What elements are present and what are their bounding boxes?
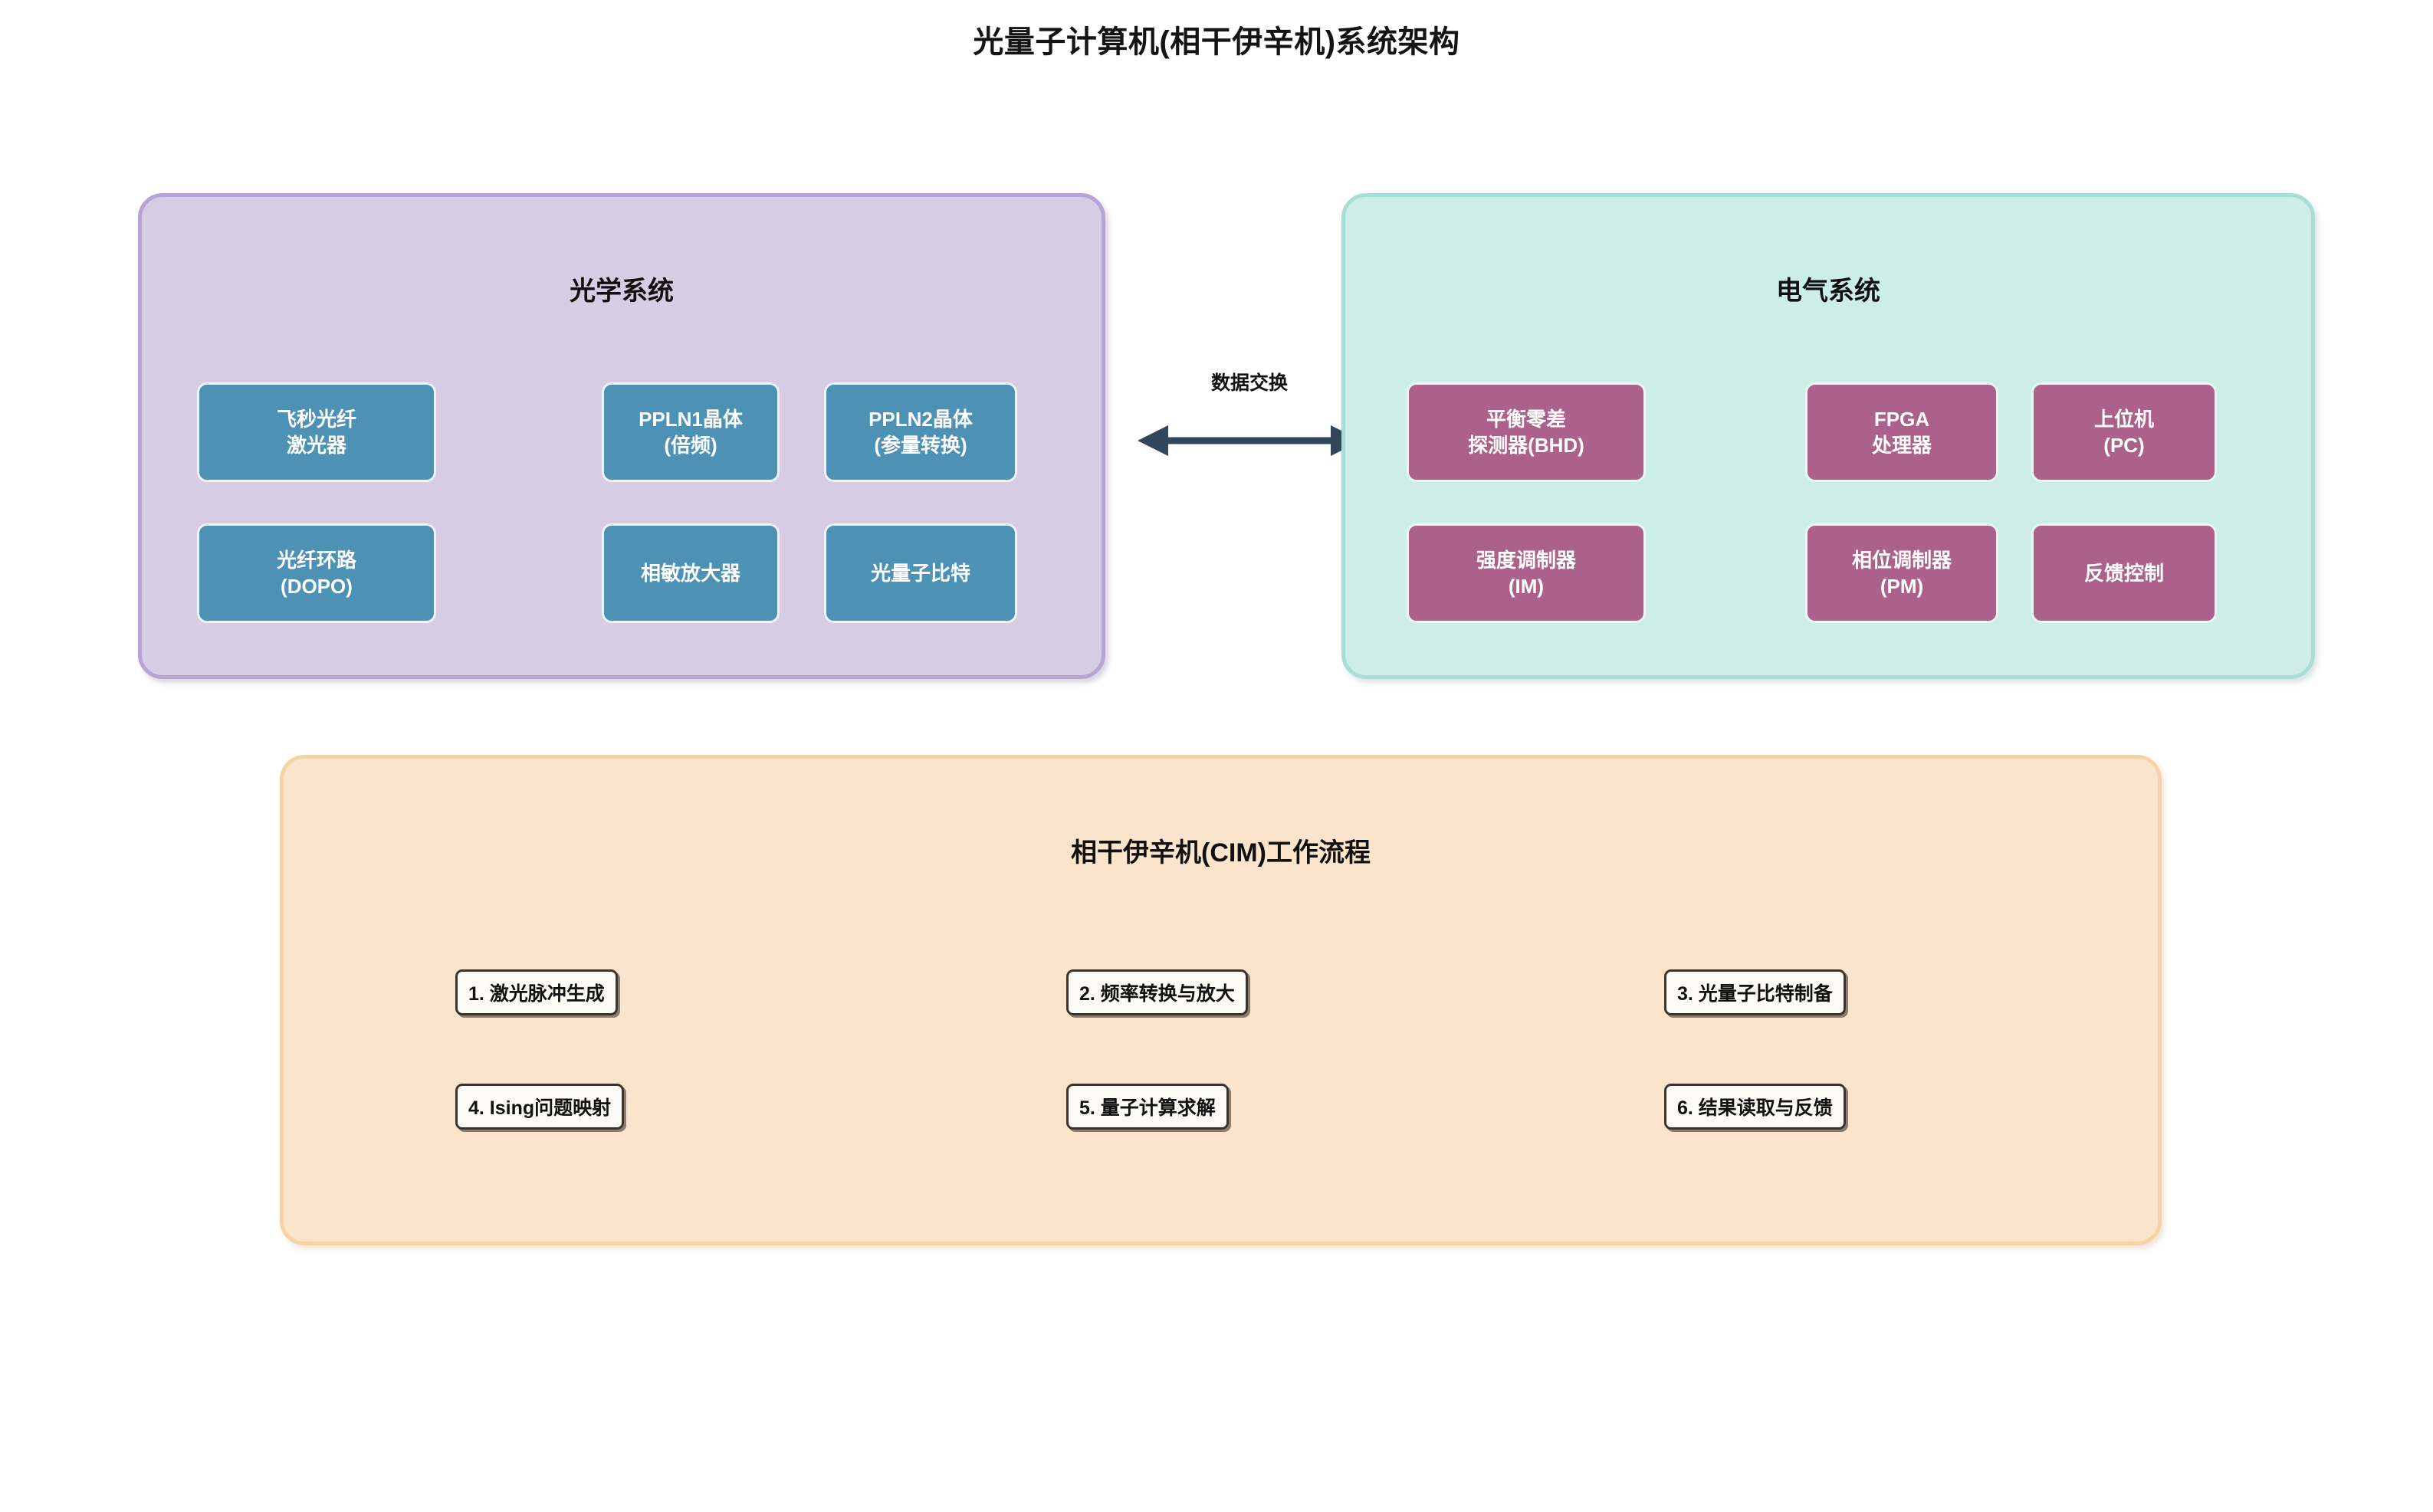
component-label-line1: PPLN2晶体 — [868, 407, 973, 431]
workflow-step-3[interactable]: 3. 光量子比特制备 — [1664, 969, 1846, 1015]
electrical-system-title: 电气系统 — [1776, 277, 1880, 306]
component-label-line2: 探测器(BHD) — [1468, 434, 1584, 457]
component-label-line2: (PM) — [1880, 575, 1924, 598]
component-ppln1-crystal[interactable]: PPLN1晶体 (倍频) — [602, 382, 780, 482]
component-label-line1: FPGA — [1873, 407, 1930, 431]
component-label-line2: 激光器 — [286, 434, 346, 457]
optical-system-title: 光学系统 — [570, 277, 674, 306]
workflow-step-2[interactable]: 2. 频率转换与放大 — [1066, 969, 1248, 1015]
workflow-step-5[interactable]: 5. 量子计算求解 — [1066, 1084, 1229, 1130]
component-ppln2-crystal[interactable]: PPLN2晶体 (参量转换) — [824, 382, 1017, 482]
component-phase-modulator[interactable]: 相位调制器 (PM) — [1805, 523, 1998, 623]
component-fpga-processor[interactable]: FPGA 处理器 — [1805, 382, 1998, 482]
component-balanced-homodyne-detector[interactable]: 平衡零差 探测器(BHD) — [1407, 382, 1646, 482]
workflow-step-1[interactable]: 1. 激光脉冲生成 — [455, 969, 618, 1015]
electrical-system-panel: 电气系统 平衡零差 探测器(BHD) FPGA 处理器 上位机 (PC) 强度调… — [1341, 193, 2315, 679]
component-phase-sensitive-amplifier[interactable]: 相敏放大器 — [602, 523, 780, 623]
component-label-line1: 强度调制器 — [1476, 548, 1576, 572]
component-femtosecond-fiber-laser[interactable]: 飞秒光纤 激光器 — [197, 382, 436, 482]
component-label-line1: 上位机 — [2093, 407, 2154, 431]
component-label-line1: 平衡零差 — [1486, 407, 1566, 431]
component-label-line2: (参量转换) — [874, 434, 967, 457]
component-label-line2: 处理器 — [1871, 434, 1932, 457]
workflow-panel: 相干伊辛机(CIM)工作流程 1. 激光脉冲生成 2. 频率转换与放大 3. 光… — [280, 755, 2162, 1245]
double-arrow-icon — [1138, 425, 1361, 456]
component-host-pc[interactable]: 上位机 (PC) — [2031, 382, 2217, 482]
component-label-line1: 光量子比特 — [870, 561, 970, 585]
data-exchange-connector — [1134, 414, 1364, 467]
page-title: 光量子计算机(相干伊辛机)系统架构 — [973, 25, 1460, 59]
component-label-line2: (倍频) — [664, 434, 717, 457]
component-feedback-control[interactable]: 反馈控制 — [2031, 523, 2217, 623]
optical-system-panel: 光学系统 飞秒光纤 激光器 PPLN1晶体 (倍频) PPLN2晶体 (参量转换… — [138, 193, 1105, 679]
component-label-line1: PPLN1晶体 — [639, 407, 743, 431]
component-intensity-modulator[interactable]: 强度调制器 (IM) — [1407, 523, 1646, 623]
component-label-line1: 相敏放大器 — [640, 561, 740, 585]
component-fiber-loop-dopo[interactable]: 光纤环路 (DOPO) — [197, 523, 436, 623]
connector-label: 数据交换 — [1210, 372, 1288, 394]
component-label-line1: 飞秒光纤 — [276, 407, 356, 431]
workflow-step-4[interactable]: 4. Ising问题映射 — [455, 1084, 625, 1130]
component-label-line1: 相位调制器 — [1851, 548, 1952, 572]
component-optical-qubit[interactable]: 光量子比特 — [824, 523, 1017, 623]
component-label-line1: 反馈控制 — [2083, 561, 2164, 585]
workflow-step-6[interactable]: 6. 结果读取与反馈 — [1664, 1084, 1846, 1130]
component-label-line1: 光纤环路 — [276, 548, 356, 572]
component-label-line2: (PC) — [2103, 434, 2145, 457]
component-label-line2: (IM) — [1508, 575, 1545, 598]
component-label-line2: (DOPO) — [281, 575, 353, 598]
workflow-title: 相干伊辛机(CIM)工作流程 — [1071, 838, 1371, 868]
